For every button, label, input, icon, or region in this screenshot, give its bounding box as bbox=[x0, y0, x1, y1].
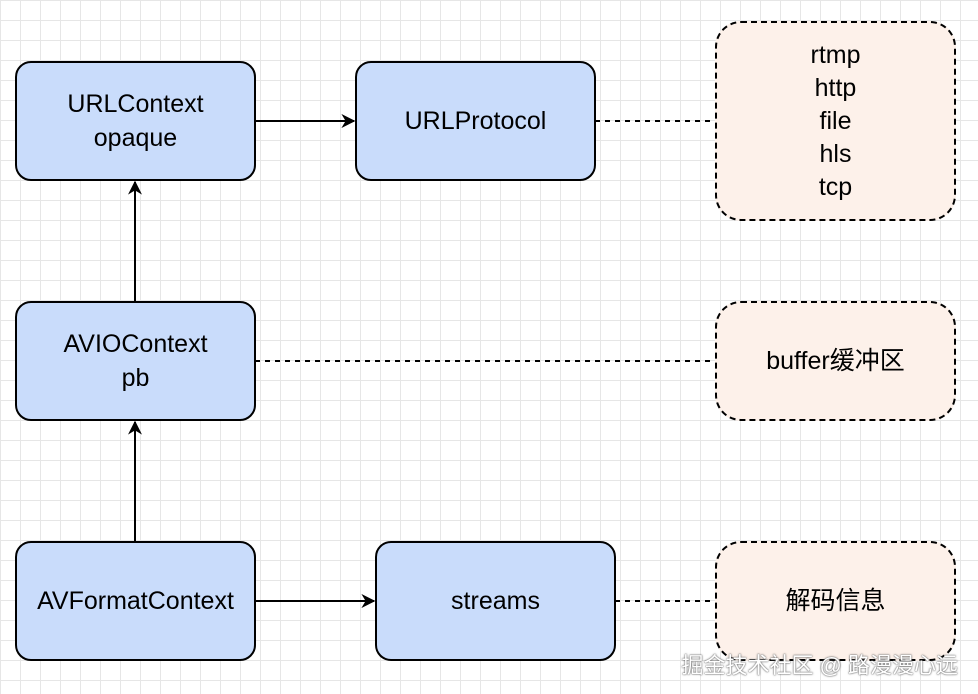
aviocontext-title: AVIOContext bbox=[63, 330, 208, 358]
protocol-item: hls bbox=[819, 139, 852, 168]
urlcontext-title: URLContext bbox=[67, 90, 204, 118]
aviocontext-field: pb bbox=[121, 364, 150, 392]
avformatcontext-title: AVFormatContext bbox=[37, 587, 234, 615]
avformatcontext-node[interactable]: AVFormatContext bbox=[15, 541, 256, 661]
protocol-item: http bbox=[814, 73, 857, 102]
urlprotocol-title: URLProtocol bbox=[404, 107, 547, 135]
urlcontext-field: opaque bbox=[93, 124, 178, 152]
aviocontext-node[interactable]: AVIOContext pb bbox=[15, 301, 256, 421]
decode-info-note[interactable]: 解码信息 bbox=[715, 541, 956, 661]
streams-title: streams bbox=[451, 587, 540, 615]
urlcontext-node[interactable]: URLContext opaque bbox=[15, 61, 256, 181]
buffer-note[interactable]: buffer缓冲区 bbox=[715, 301, 956, 421]
protocol-item: file bbox=[819, 106, 852, 135]
watermark: 掘金技术社区 @ 路漫漫心远 bbox=[681, 653, 958, 678]
buffer-label: buffer缓冲区 bbox=[766, 346, 905, 375]
urlprotocol-node[interactable]: URLProtocol bbox=[355, 61, 596, 181]
protocol-item: tcp bbox=[818, 172, 853, 201]
protocols-note[interactable]: rtmp http file hls tcp bbox=[715, 21, 956, 221]
protocol-item: rtmp bbox=[810, 40, 861, 69]
decode-info-label: 解码信息 bbox=[785, 586, 886, 615]
streams-node[interactable]: streams bbox=[375, 541, 616, 661]
